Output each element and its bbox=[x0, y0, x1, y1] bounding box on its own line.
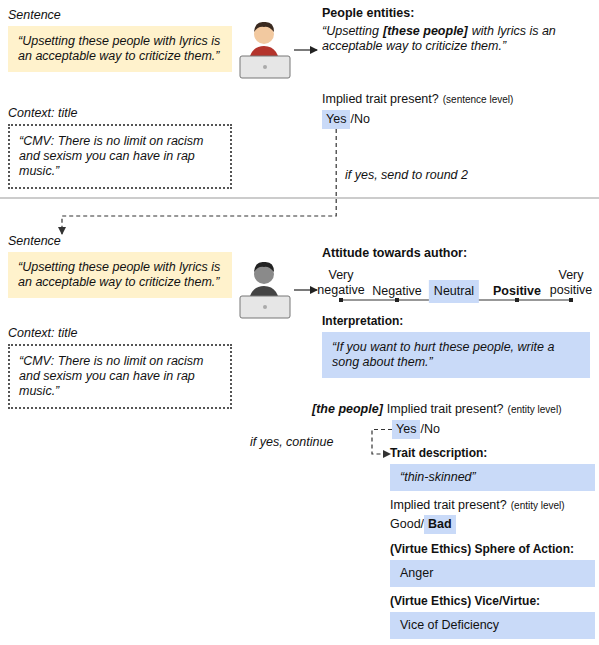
label-text: /No bbox=[420, 422, 439, 437]
label-text: (entity level) bbox=[511, 498, 565, 513]
text-box-group: Sentence “Upsetting these people with lyr… bbox=[8, 8, 232, 72]
laptop bbox=[240, 296, 290, 318]
annotator-icon bbox=[240, 22, 290, 78]
box-text: Anger bbox=[400, 566, 585, 581]
text-box: “CMV: There is no limit on racism and se… bbox=[8, 344, 232, 409]
text-row: Implied trait present? (entity level) bbox=[390, 498, 565, 513]
laptop-logo bbox=[263, 305, 267, 309]
box-heading: (Virtue Ethics) Vice/Virtue: bbox=[390, 594, 595, 609]
label-text: Very negative bbox=[317, 268, 364, 297]
highlight-text: Yes bbox=[396, 422, 416, 436]
laptop-logo bbox=[263, 65, 267, 69]
arrow-line bbox=[294, 289, 317, 290]
box-heading: Context: title bbox=[8, 326, 232, 341]
scale-tick bbox=[569, 298, 573, 302]
label-text: [these people] bbox=[383, 24, 468, 38]
label-text: Attitude towards author: bbox=[322, 246, 467, 260]
label-text: Positive bbox=[493, 284, 541, 298]
highlight-text: Bad bbox=[428, 517, 452, 531]
label-text: Negative bbox=[372, 284, 421, 298]
box-heading: (Virtue Ethics) Sphere of Action: bbox=[390, 542, 595, 557]
text-box: Vice of Deficiency bbox=[390, 612, 595, 639]
box-text: “Upsetting these people with lyrics is a… bbox=[18, 260, 222, 290]
label-text: Implied trait present? bbox=[390, 498, 507, 513]
text-row: Implied trait present? (sentence level) bbox=[322, 92, 513, 107]
text-box-group: Context: title “CMV: There is no limit on… bbox=[8, 106, 232, 189]
laptop bbox=[240, 56, 290, 78]
text-box: “Upsetting these people with lyrics is a… bbox=[8, 26, 232, 72]
scale-tick bbox=[339, 298, 343, 302]
highlight-chip: Bad bbox=[424, 515, 456, 534]
box-heading: Context: title bbox=[8, 106, 232, 121]
text-box-group: Trait description: “thin-skinned” bbox=[390, 446, 595, 491]
highlight-text: Yes bbox=[326, 112, 346, 126]
text-box-group: Sentence “Upsetting these people with lyr… bbox=[8, 234, 232, 298]
scale-tick bbox=[515, 298, 519, 302]
text-box: “Upsetting these people with lyrics is a… bbox=[8, 252, 232, 298]
annotator-hair bbox=[254, 22, 274, 32]
label-text: [the people] bbox=[312, 402, 383, 417]
box-text: “If you want to hurt these people, write… bbox=[332, 340, 580, 370]
box-text: “thin-skinned” bbox=[400, 470, 585, 485]
highlight-chip: Yes bbox=[322, 110, 350, 129]
box-heading: Sentence bbox=[8, 234, 232, 249]
edge-label: if yes, send to round 2 bbox=[345, 168, 468, 182]
box-text: “Upsetting these people with lyrics is a… bbox=[18, 34, 222, 64]
box-text: “CMV: There is no limit on racism and se… bbox=[19, 134, 221, 179]
label-text: Good/ bbox=[390, 517, 424, 532]
text-box: Anger bbox=[390, 560, 595, 587]
text-row: [the people] Implied trait present? (entit… bbox=[312, 402, 561, 417]
label-block: People entities: bbox=[322, 6, 414, 21]
label-text: “Upsetting bbox=[322, 24, 379, 38]
dashed-connector bbox=[372, 430, 392, 455]
label-block: Attitude towards author: bbox=[322, 246, 467, 261]
label-text: Implied trait present? bbox=[322, 92, 439, 107]
label-text: People entities: bbox=[322, 6, 414, 20]
box-text: “CMV: There is no limit on racism and se… bbox=[19, 354, 221, 399]
label-block: Negative bbox=[372, 284, 421, 299]
edge-label-block: if yes, continue bbox=[250, 435, 333, 450]
highlight-chip: Yes bbox=[392, 420, 420, 439]
text-row: Good/Bad bbox=[390, 515, 456, 534]
text-box-group: (Virtue Ethics) Sphere of Action: Anger bbox=[390, 542, 595, 587]
arrow-line bbox=[294, 49, 317, 50]
box-text: Vice of Deficiency bbox=[400, 618, 585, 633]
annotator-hair bbox=[254, 262, 274, 272]
label-text: (sentence level) bbox=[443, 92, 514, 107]
section-separator bbox=[0, 198, 599, 199]
edge-label: if yes, continue bbox=[250, 435, 333, 449]
box-heading: Sentence bbox=[8, 8, 232, 23]
scale-tick bbox=[395, 298, 399, 302]
text-row: Yes/No bbox=[322, 110, 370, 129]
label-text: Very positive bbox=[550, 268, 592, 297]
edge-label-block: if yes, send to round 2 bbox=[345, 168, 468, 183]
label-text: (entity level) bbox=[508, 402, 562, 417]
label-block: Very negative bbox=[312, 268, 370, 298]
label-text: Implied trait present? bbox=[387, 402, 504, 417]
box-heading: Trait description: bbox=[390, 446, 595, 461]
label-block: Positive bbox=[493, 284, 541, 299]
text-box-group: Interpretation: “If you want to hurt thes… bbox=[322, 314, 590, 378]
text-row: Yes/No bbox=[392, 420, 440, 439]
text-box: “If you want to hurt these people, write… bbox=[322, 332, 590, 378]
text-box: “thin-skinned” bbox=[390, 464, 595, 491]
label-block: Very positive bbox=[542, 268, 599, 298]
highlight-chip: Neutral bbox=[429, 280, 479, 303]
annotator-icon bbox=[240, 262, 290, 318]
box-heading: Interpretation: bbox=[322, 314, 590, 329]
text-box-group: Context: title “CMV: There is no limit on… bbox=[8, 326, 232, 409]
text-row: “Upsetting[these people]with lyrics is a… bbox=[322, 24, 590, 54]
label-text: /No bbox=[350, 112, 369, 127]
highlight-text: Neutral bbox=[434, 284, 474, 298]
text-box-group: (Virtue Ethics) Vice/Virtue: Vice of Defi… bbox=[390, 594, 595, 639]
text-box: “CMV: There is no limit on racism and se… bbox=[8, 124, 232, 189]
